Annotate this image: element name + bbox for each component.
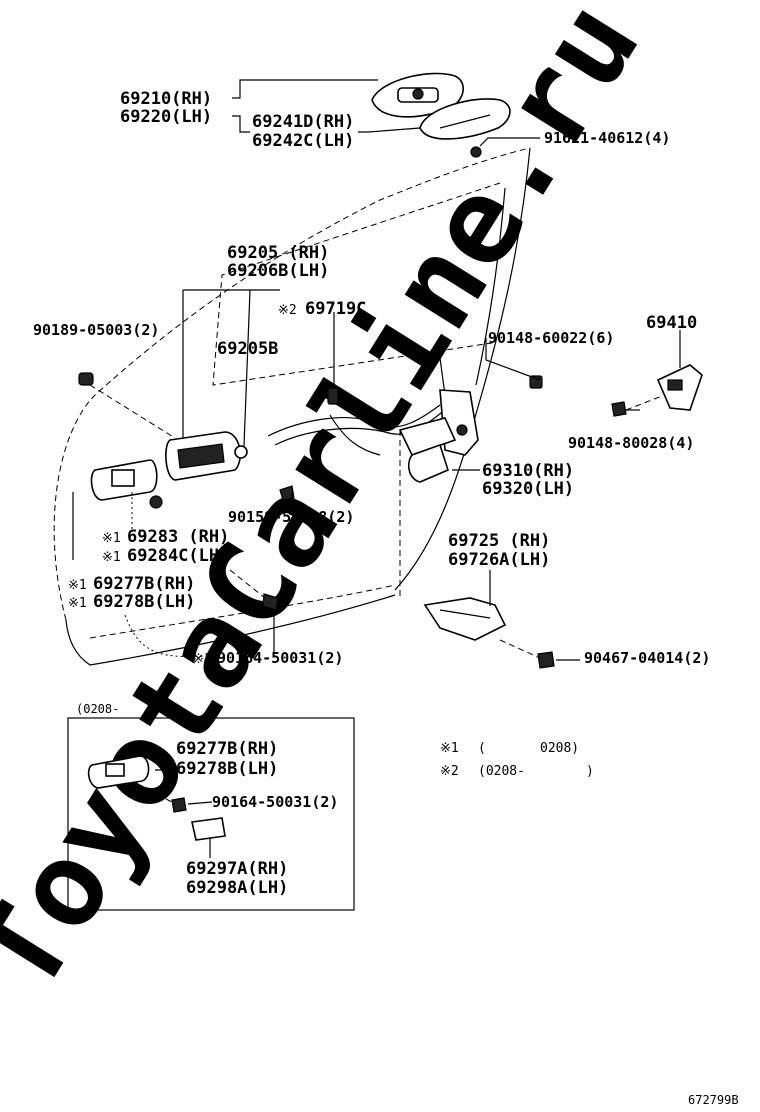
lock-bracket-69725: [423, 597, 507, 641]
inset-frame: [67, 717, 355, 911]
label-69410: 69410: [646, 313, 697, 333]
legend-value-1: 0208): [540, 741, 579, 756]
label-90164-mark: ※1: [193, 652, 212, 667]
screw-90148-60022: [529, 375, 543, 389]
handle-bezel-69283: [90, 459, 158, 501]
inset-cover-69297a: [191, 817, 226, 841]
door-outline: [53, 147, 531, 666]
leader-lines: [72, 79, 681, 661]
screw-90164: [262, 593, 279, 611]
inside-handle-assembly: [165, 431, 241, 481]
label-69210: 69210(RH): [120, 89, 212, 109]
label-91621: 91621-40612(4): [544, 129, 670, 147]
label-69205: 69205 (RH): [227, 243, 329, 263]
inset-label-69297a: 69297A(RH): [186, 859, 288, 879]
legend-open-2: (0208-: [478, 764, 525, 779]
legend-value-2: ): [586, 764, 594, 779]
clip-69205b: [234, 445, 248, 459]
label-69310: 69310(RH): [482, 461, 574, 481]
inset-label-90164: 90164-50031(2): [212, 793, 338, 811]
label-90467: 90467-04014(2): [584, 649, 710, 667]
legend-mark-1: ※1: [440, 741, 459, 756]
legend: ※1 ( 0208) ※2 (0208- ): [440, 741, 594, 779]
label-69278b-mark: ※1: [68, 596, 87, 611]
label-90148-80028: 90148-80028(4): [568, 434, 694, 452]
label-90164: 90164-50031(2): [217, 649, 343, 667]
outside-handle-frame: [371, 72, 464, 118]
label-69277b: 69277B(RH): [93, 574, 195, 594]
label-69284c: 69284C(LH): [127, 546, 229, 566]
label-69278b: 69278B(LH): [93, 592, 195, 612]
inset-title-close: ): [150, 702, 157, 716]
label-69320: 69320(LH): [482, 479, 574, 499]
screw-90189: [78, 372, 94, 386]
inset-bezel: [87, 755, 150, 789]
legend-mark-2: ※2: [440, 764, 459, 779]
diagram-code: 672799B: [688, 1093, 739, 1107]
label-69206b: 69206B(LH): [227, 261, 329, 281]
label-69242c: 69242C(LH): [252, 131, 354, 151]
label-90189: 90189-05003(2): [33, 321, 159, 339]
label-69284c-mark: ※1: [102, 550, 121, 565]
label-90159: 90159-50098(2): [228, 508, 354, 526]
label-69220: 69220(LH): [120, 107, 212, 127]
pin-69284c: [149, 495, 163, 509]
striker-69410: [656, 364, 703, 411]
legend-open-1: (: [478, 741, 486, 756]
label-69725: 69725 (RH): [448, 531, 550, 551]
screw-90148-80028: [611, 401, 627, 417]
inset-panel: (0208- ) 69277B(RH) 69278B(LH) 90164-500…: [67, 702, 355, 911]
door-lock-assembly: [398, 389, 479, 483]
label-90148-60022: 90148-60022(6): [488, 329, 614, 347]
inset-label-69278b: 69278B(LH): [176, 759, 278, 779]
screw-91621: [470, 146, 482, 158]
part-labels: 69210(RH) 69220(LH) 69241D(RH) 69242C(LH…: [33, 89, 710, 667]
label-69277b-mark: ※1: [68, 578, 87, 593]
label-69241d: 69241D(RH): [252, 112, 354, 132]
label-69726a: 69726A(LH): [448, 550, 550, 570]
label-69283-mark: ※1: [102, 531, 121, 546]
screw-90467: [537, 651, 555, 669]
clip-69719c: [327, 387, 339, 405]
inset-label-69277b: 69277B(RH): [176, 739, 278, 759]
label-69205b: 69205B: [217, 339, 278, 359]
label-69719c-mark: ※2: [278, 303, 297, 318]
label-69283: 69283 (RH): [127, 527, 229, 547]
outside-handle-pad: [419, 98, 511, 140]
inset-screw: [171, 797, 187, 813]
screw-90159: [279, 485, 295, 501]
inset-label-69298a: 69298A(LH): [186, 878, 288, 898]
label-69719c: 69719C: [305, 299, 366, 319]
inset-title-open: (0208-: [76, 702, 119, 716]
